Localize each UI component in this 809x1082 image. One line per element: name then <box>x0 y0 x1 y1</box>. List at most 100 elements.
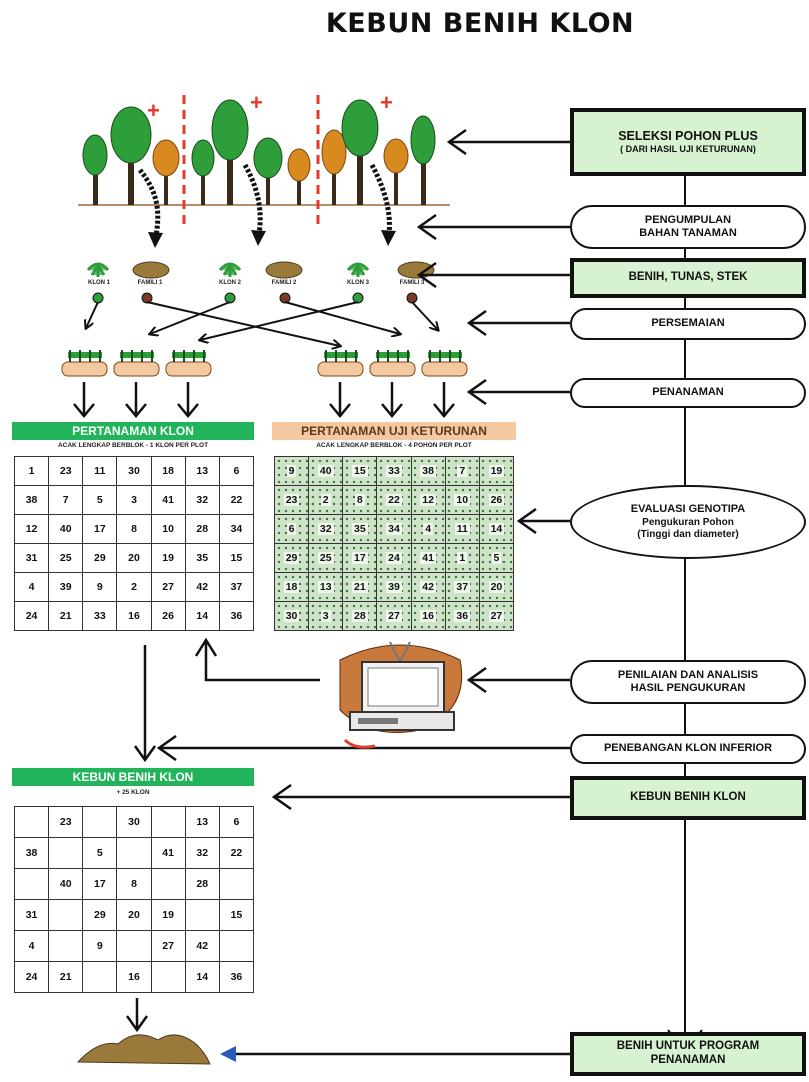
grid-cell: 42 <box>410 572 446 602</box>
grid-cell-value: 8 <box>131 523 137 535</box>
nursery-tray-icon-5 <box>369 350 416 377</box>
seedling-icon-1 <box>86 262 110 277</box>
step-pengumpulan-line2: BAHAN TANAMAN <box>639 227 737 239</box>
grid-cell <box>218 868 255 900</box>
grid-cell-value: 11 <box>94 465 106 477</box>
grid-cell: 38 <box>410 456 446 486</box>
grid-cell-value: 33 <box>94 610 106 622</box>
grid-cell: 21 <box>48 601 84 631</box>
grid-cell: 16 <box>116 601 152 631</box>
grid-cell-value: 8 <box>131 878 137 890</box>
grid-cell: 28 <box>184 868 220 900</box>
nursery-tray-icon-1 <box>61 350 108 377</box>
seed-pile-icon-final <box>76 1034 211 1065</box>
grid-cell: 9 <box>82 572 118 602</box>
grid-cell: 8 <box>116 514 152 544</box>
grid-cell <box>48 930 84 962</box>
plus-tree-3 <box>341 99 379 157</box>
grid-cell-value: 23 <box>283 494 300 506</box>
grid-cell-value: 2 <box>131 581 137 593</box>
grid-cell: 13 <box>308 572 344 602</box>
grid-cell-value: 41 <box>420 552 436 564</box>
step-penebangan-label: PENEBANGAN KLON INFERIOR <box>603 742 773 755</box>
plant-label-famili-1: FAMILI 1 <box>137 280 163 286</box>
grid-cell: 26 <box>478 485 515 515</box>
step-pengumpulan-line1: PENGUMPULAN <box>644 213 732 226</box>
grid-cell-value: 42 <box>196 940 209 952</box>
grid-cell: 39 <box>48 572 84 602</box>
grid-cell <box>150 868 186 900</box>
grid-cell-value: 28 <box>352 610 368 622</box>
grid-cell <box>48 837 84 869</box>
step-benih-program-line2: PENANAMAN <box>650 1054 726 1066</box>
grid-cell: 40 <box>48 868 84 900</box>
grid-cell: 11 <box>444 514 480 544</box>
grid-cell-value: 19 <box>162 552 174 564</box>
grid-cell: 19 <box>150 899 186 931</box>
grid-cell: 42 <box>184 930 220 962</box>
grid-cell: 24 <box>13 601 50 631</box>
kebun-benih-subtitle: + 25 KLON <box>116 789 150 796</box>
grid-cell: 3 <box>116 485 152 515</box>
grid-cell: 7 <box>444 456 480 486</box>
pertanaman-uji-subtitle: ACAK LENGKAP BERBLOK - 4 POHON PER PLOT <box>316 442 472 449</box>
grid-cell-value: 5 <box>491 552 502 564</box>
step-evaluasi-genotipa: EVALUASI GENOTIPA Pengukuran Pohon (Ting… <box>570 485 806 559</box>
grid-cell: 5 <box>82 837 118 869</box>
grid-cell <box>116 837 152 869</box>
distribution-arrows <box>86 301 438 346</box>
grid-cell: 22 <box>218 837 255 869</box>
grid-cell: 24 <box>13 961 50 993</box>
grid-cell <box>13 868 50 900</box>
plant-label-famili-2: FAMILI 2 <box>271 280 297 286</box>
grid-cell-value: 10 <box>454 494 471 506</box>
step-kebun-label: KEBUN BENIH KLON <box>630 791 746 804</box>
step-seleksi-sub: ( DARI HASIL UJI KETURUNAN) <box>620 144 756 155</box>
step-benih-untuk-program: BENIH UNTUK PROGRAM PENANAMAN <box>570 1032 806 1076</box>
grid-cell-value: 25 <box>59 552 72 564</box>
tree-group-1: + <box>82 98 180 205</box>
tree-group-3: + <box>321 90 436 205</box>
grid-cell-value: 9 <box>286 465 297 477</box>
nursery-tray-icon-6 <box>421 350 468 377</box>
grid-cell: 34 <box>218 514 255 544</box>
grid-cell-value: 8 <box>354 494 365 506</box>
step-benih-program-line1: BENIH UNTUK PROGRAM <box>616 1040 760 1053</box>
step-penilaian-line2: HASIL PENGUKURAN <box>630 682 746 694</box>
grid-cell: 27 <box>376 601 412 631</box>
grid-cell-value: 9 <box>96 581 103 593</box>
grid-cell: 21 <box>48 961 84 993</box>
grid-cell: 36 <box>444 601 480 631</box>
grid-cell-value: 21 <box>59 610 72 622</box>
grid-cell: 12 <box>410 485 446 515</box>
grid-cell-value: 36 <box>230 971 243 983</box>
computer-icon <box>339 641 463 749</box>
step-penebangan-klon: PENEBANGAN KLON INFERIOR <box>570 734 806 764</box>
kebun-benih-title: KEBUN BENIH KLON <box>12 768 254 786</box>
grid-cell-value: 12 <box>25 523 38 535</box>
grid-cell-value: 7 <box>457 465 468 477</box>
seedling-icon-3 <box>346 262 370 277</box>
grid-cell-value: 19 <box>488 465 505 477</box>
grid-cell-value: 23 <box>59 816 72 828</box>
grid-cell: 1 <box>13 456 50 486</box>
grid-cell: 5 <box>82 485 118 515</box>
grid-cell: 13 <box>184 806 220 838</box>
plus-tree-marker-icon-2: + <box>250 90 263 115</box>
nursery-tray-icon-3 <box>165 350 212 377</box>
grid-cell: 36 <box>218 961 255 993</box>
grid-cell-value: 20 <box>128 909 140 921</box>
grid-cell-value: 3 <box>131 494 137 506</box>
step-seleksi-pohon-plus: SELEKSI POHON PLUS ( DARI HASIL UJI KETU… <box>570 108 806 176</box>
grid-cell: 8 <box>116 868 152 900</box>
grid-cell-value: 32 <box>196 494 209 506</box>
grid-cell-value: 17 <box>352 552 368 564</box>
grid-cell-value: 31 <box>25 909 38 921</box>
grid-cell: 2 <box>116 572 152 602</box>
grid-cell-value: 27 <box>386 610 402 622</box>
